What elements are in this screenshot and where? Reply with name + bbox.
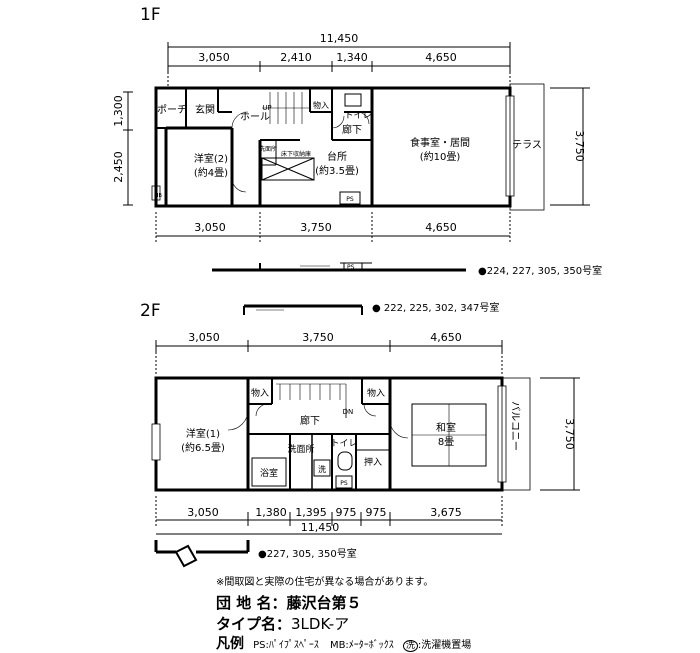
- legend-washer: :洗濯機置場: [417, 640, 472, 651]
- dimension-lines-1f-right: [550, 87, 590, 206]
- variant-1-rooms: ●224, 227, 305, 350号室: [478, 264, 602, 277]
- room-1f-kitchen: 台所: [327, 150, 347, 163]
- dim-1f-top-4: 4,650: [425, 51, 457, 64]
- room-2f-closet: 押入: [364, 456, 382, 468]
- room-2f-balcony: バルコニー: [509, 401, 521, 451]
- ps-2f: PS: [340, 480, 348, 487]
- dimension-lines-1f-bottom: [155, 212, 511, 242]
- disclaimer-note: ※間取図と実際の住宅が異なる場合があります。: [216, 577, 434, 588]
- dimension-lines-1f-top: [167, 42, 511, 88]
- dim-1f-top-1: 3,050: [198, 51, 230, 64]
- room-1f-porch: ポーチ: [157, 104, 187, 116]
- room-2f-storage-b: 物入: [367, 387, 385, 399]
- variant-strip-1: [212, 262, 466, 272]
- variant-2-rooms: ● 222, 225, 302, 347号室: [372, 301, 499, 314]
- dim-2f-bottom-2: 1,380: [255, 506, 287, 519]
- walls-2f: [151, 376, 531, 492]
- dim-1f-bottom-1: 3,050: [194, 221, 226, 234]
- dim-2f-bottom-5: 975: [366, 506, 387, 519]
- stair-down-label: DN: [343, 408, 354, 416]
- legend-mb: MB:ﾒｰﾀｰﾎﾞｯｸｽ: [329, 640, 394, 651]
- room-2f-toilet: トイレ: [330, 439, 357, 449]
- room-1f-entrance: 玄関: [195, 103, 215, 116]
- ps-1f: PS: [346, 196, 354, 203]
- dim-2f-bottom-4: 975: [336, 506, 357, 519]
- variant-strip-3: [154, 540, 250, 568]
- type-name-label: タイプ名：: [216, 615, 292, 633]
- dimension-lines-1f-left: [123, 91, 133, 206]
- walls-1f: [151, 83, 545, 211]
- dim-2f-bottom-6: 3,675: [430, 506, 462, 519]
- room-2f-western1-size: (約6.5畳): [181, 441, 225, 454]
- complex-name-value: 藤沢台第５: [286, 594, 362, 612]
- room-1f-western2-size: (約4畳): [194, 166, 228, 179]
- room-1f-ldk: 食事室・居間: [410, 136, 470, 149]
- washer-space-2f: 洗: [318, 464, 326, 474]
- dim-1f-total: 11,450: [320, 32, 359, 45]
- type-name-value: 3LDK-ア: [291, 615, 350, 633]
- room-1f-ldk-size: (約10畳): [420, 150, 461, 163]
- dim-1f-top-3: 1,340: [336, 51, 368, 64]
- room-1f-storage: 物入: [313, 100, 329, 110]
- type-name-row: タイプ名：3LDK-ア: [216, 613, 349, 634]
- legend-label: 凡例: [216, 636, 244, 652]
- dim-1f-left-2: 2,450: [112, 151, 125, 183]
- room-2f-corridor: 廊下: [300, 414, 320, 427]
- room-1f-hall: ホール: [240, 111, 270, 123]
- variant-strip-2: [243, 304, 363, 315]
- dim-1f-top-2: 2,410: [280, 51, 312, 64]
- washer-icon: 洗: [402, 640, 418, 652]
- dimension-lines-2f-right: [540, 377, 580, 491]
- dimension-lines-2f-top: [155, 340, 503, 376]
- room-1f-western2: 洋室(2): [194, 152, 228, 165]
- room-1f-washroom: 洗面所: [259, 145, 277, 153]
- dim-2f-top-2: 3,750: [302, 331, 334, 344]
- stair-up-label: UP: [262, 104, 271, 112]
- room-2f-japanese-size: 8畳: [438, 436, 454, 448]
- room-1f-toilet: トイレ: [344, 111, 371, 121]
- legend-row: 凡例 PS:ﾊﾟｲﾌﾟｽﾍﾟｰｽ MB:ﾒｰﾀｰﾎﾞｯｸｽ 洗:洗濯機置場: [216, 633, 471, 653]
- dim-1f-bottom-2: 3,750: [300, 221, 332, 234]
- dim-2f-bottom-total: 11,450: [301, 521, 340, 534]
- dim-2f-right: 3,750: [563, 418, 576, 450]
- room-2f-japanese: 和室: [436, 421, 456, 434]
- room-2f-washroom-line1: 洗面所: [287, 443, 314, 455]
- complex-name-label: 団 地 名：: [216, 594, 287, 612]
- room-2f-storage-a: 物入: [251, 387, 269, 399]
- dim-2f-top-3: 4,650: [430, 331, 462, 344]
- variant-3-rooms: ●227, 305, 350号室: [258, 547, 357, 560]
- dim-1f-left-1: 1,300: [112, 95, 125, 127]
- dim-1f-right: 3,750: [573, 130, 586, 162]
- dimension-lines-2f-bottom: [155, 496, 503, 535]
- floor-label-1f: 1F: [140, 5, 161, 25]
- dim-1f-bottom-3: 4,650: [425, 221, 457, 234]
- room-2f-western1: 洋室(1): [186, 427, 220, 440]
- floor-label-2f: 2F: [140, 301, 161, 321]
- room-1f-terrace: テラス: [512, 139, 542, 151]
- room-2f-bath: 浴室: [260, 467, 278, 479]
- complex-name-row: 団 地 名：藤沢台第５: [216, 592, 361, 613]
- room-1f-corridor: 廊下: [342, 123, 362, 136]
- legend-ps: PS:ﾊﾟｲﾌﾟｽﾍﾟｰｽ: [253, 640, 319, 651]
- variant-1-ps: PS: [347, 264, 355, 271]
- dim-2f-bottom-3: 1,395: [295, 506, 327, 519]
- room-1f-kitchen-size: (約3.5畳): [315, 164, 359, 177]
- mb-1f: MB: [154, 193, 162, 199]
- dim-2f-top-1: 3,050: [188, 331, 220, 344]
- room-1f-underfloor-storage: 床下収納庫: [281, 150, 311, 158]
- dim-2f-bottom-1: 3,050: [187, 506, 219, 519]
